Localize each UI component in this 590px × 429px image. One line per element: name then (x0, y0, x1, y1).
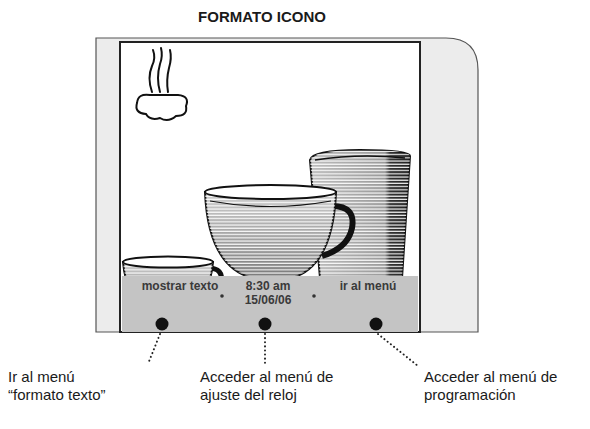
steam-icon (136, 48, 187, 120)
soft-key-label: mostrar texto (140, 280, 220, 294)
callout-dot (370, 318, 383, 331)
leader-line (378, 334, 418, 366)
soft-key-label: ir al menú (328, 280, 408, 294)
callout-caption: Acceder al menú de ajuste del reloj (200, 368, 340, 404)
screen (120, 42, 420, 332)
soft-key-label: 8:30 am 15/06/06 (228, 280, 308, 308)
leader-line (148, 334, 160, 364)
callout-caption: Ir al menú “formato texto” (8, 368, 133, 404)
callout-dot (156, 318, 169, 331)
housing (96, 38, 478, 332)
separator-dot (220, 294, 224, 298)
middle-cup (205, 185, 353, 278)
callout-dot (259, 318, 272, 331)
callout-caption: Acceder al menú de programación (424, 368, 584, 404)
leader-line (264, 334, 266, 364)
leader-lines (148, 334, 418, 366)
soft-key-bar: mostrar texto 8:30 am 15/06/06 ir al menú (122, 276, 418, 332)
title: FORMATO ICONO (198, 8, 326, 25)
separator-dot (312, 294, 316, 298)
